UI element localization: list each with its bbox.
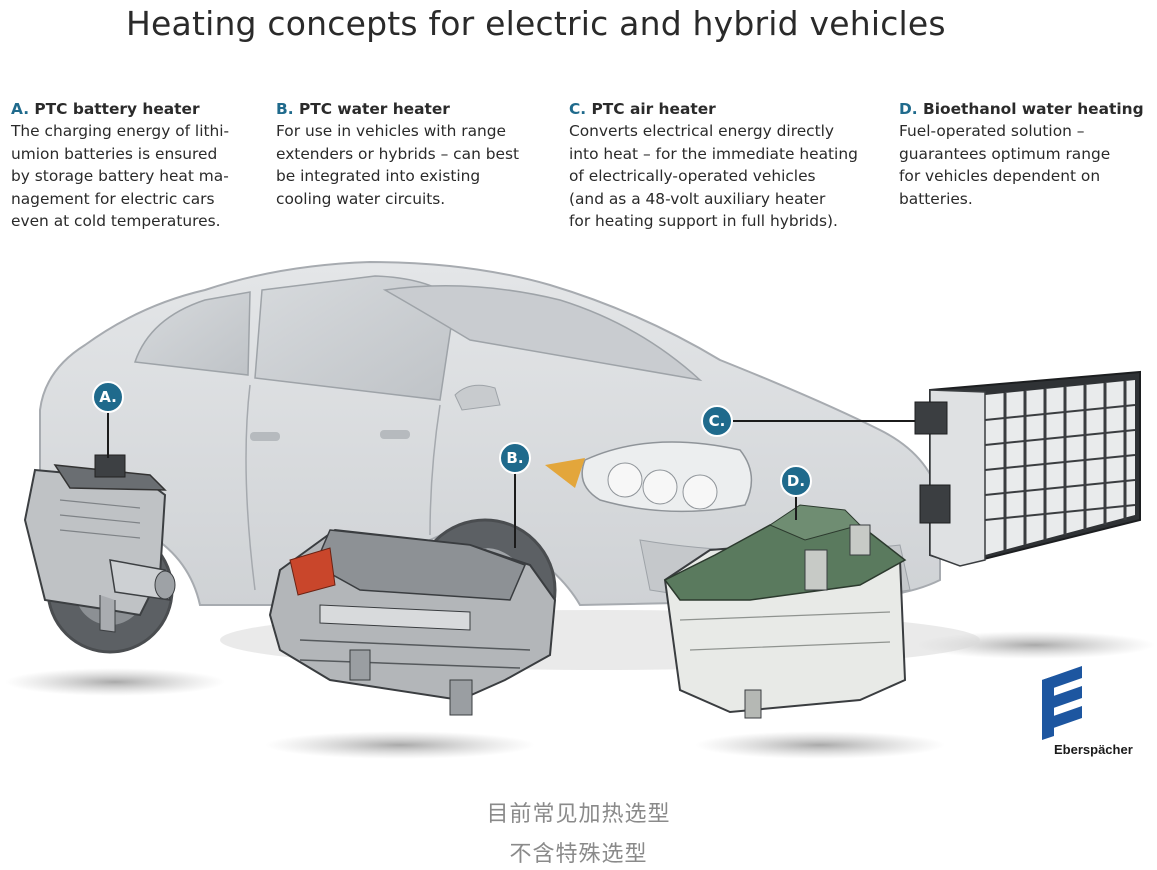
shadow-d <box>695 731 945 759</box>
description-b: B. PTC water heater For use in vehicles … <box>276 100 520 208</box>
description-d-heading: D. Bioethanol water heating <box>899 100 1144 118</box>
callout-a: A. <box>92 381 124 413</box>
description-d: D. Bioethanol water heating Fuel-operate… <box>899 100 1144 208</box>
diagram-title: Heating concepts for electric and hybrid… <box>126 4 946 43</box>
svg-text:C.: C. <box>709 412 726 430</box>
shadow-b <box>265 731 535 759</box>
callout-b: B. <box>499 442 531 474</box>
callout-d: D. <box>780 465 812 497</box>
svg-text:A.: A. <box>99 388 117 406</box>
callout-c: C. <box>701 405 733 437</box>
description-a: A. PTC battery heater The charging energ… <box>11 100 230 231</box>
shadow-a <box>5 668 225 696</box>
heater-a-ptc-battery-heater <box>23 454 176 633</box>
caption-line-1: 目前常见加热选型 <box>486 802 671 827</box>
heater-c-grid <box>984 380 1136 555</box>
description-a-heading: A. PTC battery heater <box>11 100 200 118</box>
description-b-heading: B. PTC water heater <box>276 100 450 118</box>
svg-text:D.: D. <box>787 472 805 490</box>
description-c: C. PTC air heater Converts electrical en… <box>569 100 858 231</box>
svg-text:Eberspächer: Eberspächer <box>1054 742 1133 757</box>
eberspaecher-logo: Eberspächer <box>1042 666 1133 757</box>
caption-line-2: 不含特殊选型 <box>509 842 648 867</box>
heater-b-ptc-water-heater <box>268 528 557 716</box>
svg-text:B.: B. <box>506 449 523 467</box>
heater-c-ptc-air-heater <box>914 370 1141 567</box>
description-c-heading: C. PTC air heater <box>569 100 716 118</box>
